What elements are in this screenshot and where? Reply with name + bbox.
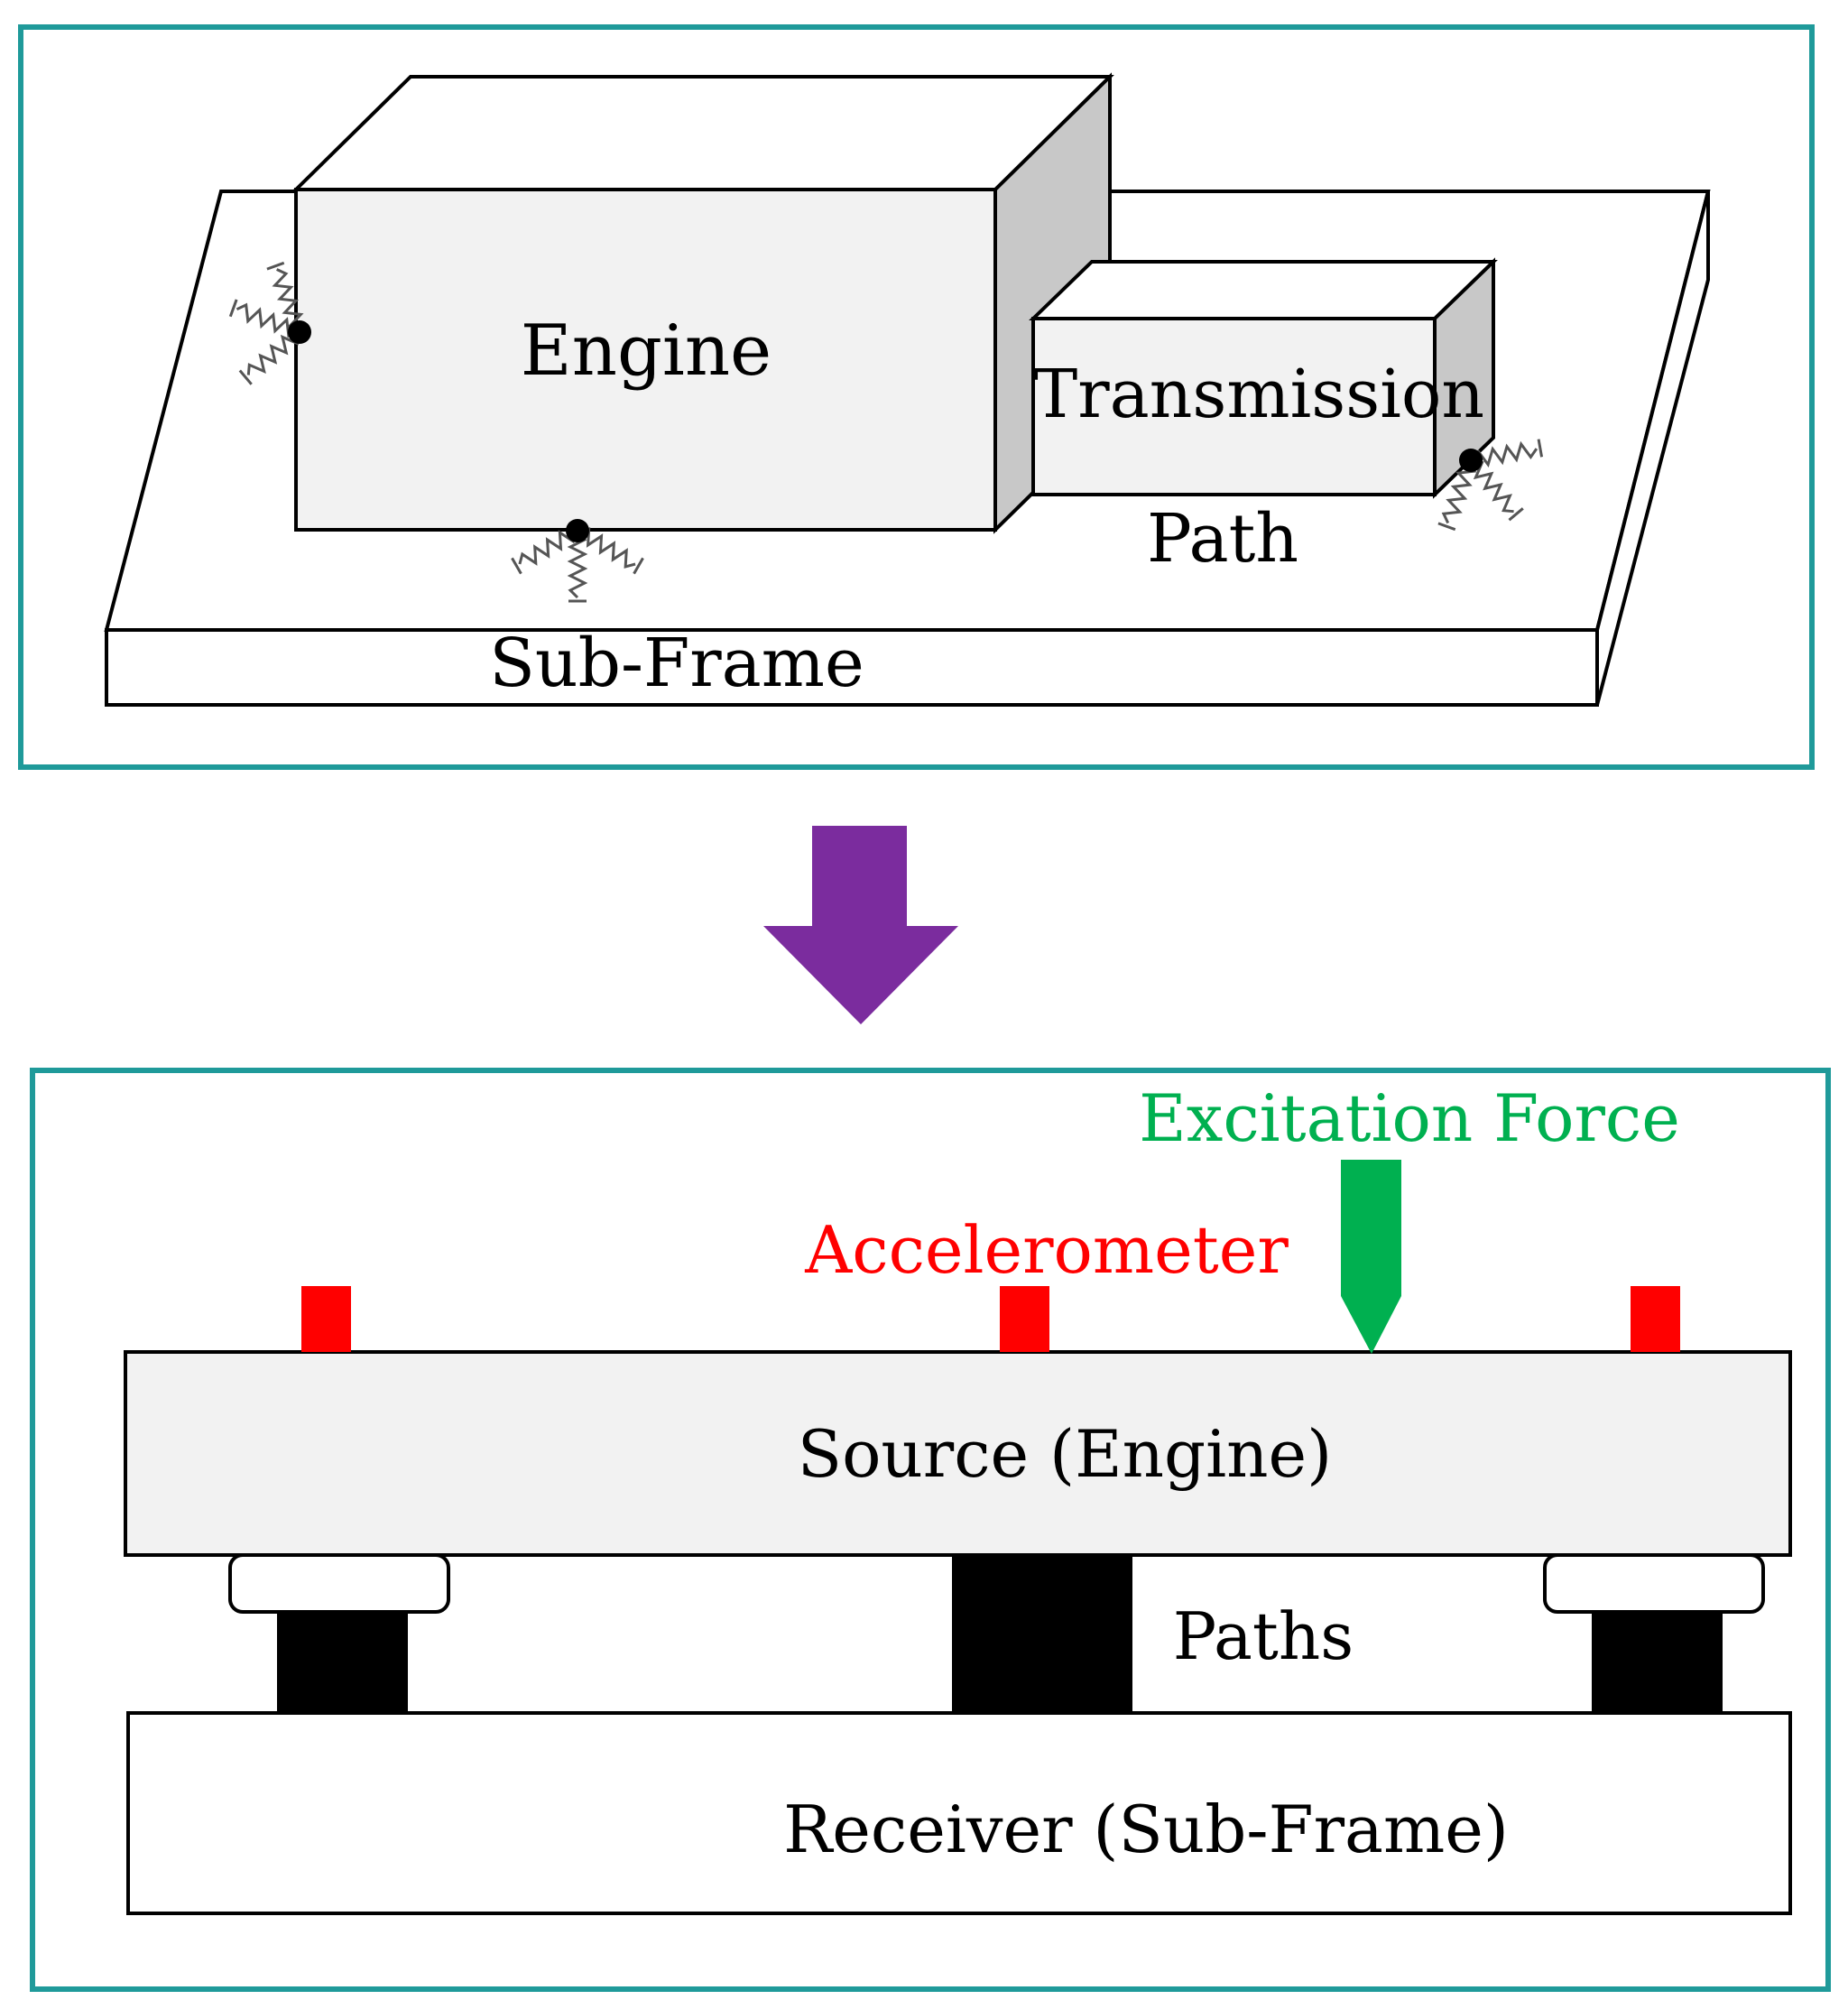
subframe-label: Sub-Frame xyxy=(489,625,864,702)
down-arrow-icon xyxy=(763,826,958,1024)
transmission-box xyxy=(1029,257,1498,499)
source-label: Source (Engine) xyxy=(798,1416,1333,1492)
path-mount-right xyxy=(1543,1553,1765,1715)
transmission-label: Transmission xyxy=(1033,356,1484,433)
path-label: Path xyxy=(1147,500,1298,578)
spring-mount-icon xyxy=(1437,438,1544,532)
receiver-label: Receiver (Sub-Frame) xyxy=(783,1791,1509,1867)
accelerometer-icon xyxy=(1000,1286,1049,1352)
receiver-block xyxy=(126,1711,1792,1915)
mount-point xyxy=(566,519,589,542)
accelerometer-label: Accelerometer xyxy=(804,1212,1289,1288)
accelerometer-icon xyxy=(1631,1286,1680,1352)
paths-label: Paths xyxy=(1173,1598,1354,1674)
excitation-force-label: Excitation Force xyxy=(1139,1080,1680,1156)
mount-point xyxy=(1459,449,1483,472)
mount-point xyxy=(288,320,311,344)
path-mount-center xyxy=(952,1555,1132,1715)
engine-box xyxy=(291,72,1114,534)
source-block xyxy=(124,1350,1792,1557)
excitation-force-arrow-icon xyxy=(1341,1160,1401,1354)
engine-label: Engine xyxy=(521,310,772,392)
path-mount-left xyxy=(228,1553,450,1715)
spring-mount-icon xyxy=(228,261,311,386)
accelerometer-icon xyxy=(301,1286,351,1352)
spring-mount-icon xyxy=(510,519,645,603)
